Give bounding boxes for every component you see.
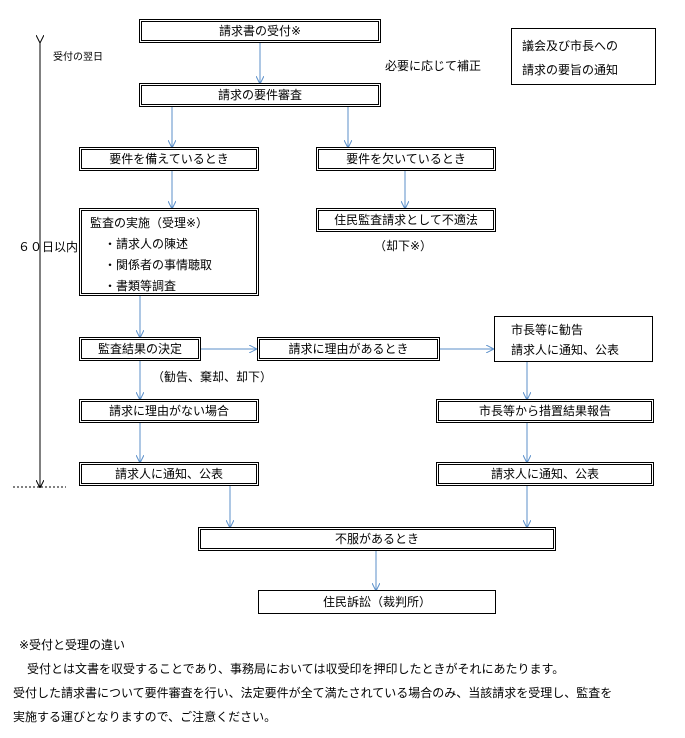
lacks-requirements-label: 要件を欠いているとき [346,152,466,166]
recommend-box: 市長等に勧告 請求人に通知、公表 [494,316,653,362]
recommend-line1: 市長等に勧告 [511,323,584,337]
lacks-requirements-box: 要件を欠いているとき [316,147,496,171]
receipt-label: 請求書の受付※ [218,24,302,38]
lawsuit-label: 住民訴訟（裁判所） [322,595,431,609]
audit-title: 監査の実施（受理※） [90,216,209,230]
notes-line1: 受付とは文書を収受することであり、事務局においては収受印を押印したときがそれにあ… [27,662,565,676]
amendment-label: 必要に応じて補正 [385,59,482,73]
audit-box: 監査の実施（受理※） ・請求人の陳述 ・関係者の事情聴取 ・書類等調査 [79,208,259,296]
side-note-box: 議会及び市長への 請求の要旨の通知 [511,28,656,85]
notes-heading: ※受付と受理の違い [19,638,126,652]
has-reason-box: 請求に理由があるとき [257,337,440,361]
dismissed-label: （却下※） [374,239,433,253]
notify-left-box: 請求人に通知、公表 [79,462,259,486]
footnotes: ※受付と受理の違い 受付とは文書を収受することであり、事務局においては収受印を押… [13,633,678,729]
audit-item-hearing: ・関係者の事情聴取 [104,258,213,272]
receipt-box: 請求書の受付※ [139,19,381,43]
side-note-line1: 議会及び市長への [522,39,619,53]
outcomes-label: （勧告、棄却、却下） [152,370,273,384]
measures-report-label: 市長等から措置結果報告 [478,404,611,418]
recommend-line2: 請求人に通知、公表 [511,343,620,357]
meets-requirements-label: 要件を備えているとき [109,152,229,166]
improper-request-label: 住民監査請求として不適法 [334,213,478,227]
lawsuit-box: 住民訴訟（裁判所） [258,590,496,614]
audit-item-documents: ・書類等調査 [104,279,177,293]
notes-line3: 実施する運びとなりますので、ご注意ください。 [13,710,277,724]
notes-line2: 受付した請求書について要件審査を行い、法定要件が全て満たされている場合のみ、当該… [13,686,613,700]
notify-left-label: 請求人に通知、公表 [114,467,223,481]
requirement-review-label: 請求の要件審査 [217,88,302,102]
decision-label: 監査結果の決定 [97,342,182,356]
improper-request-box: 住民監査請求として不適法 [316,208,496,232]
next-day-label: 受付の翌日 [53,52,103,63]
has-reason-label: 請求に理由があるとき [288,342,409,356]
measures-report-box: 市長等から措置結果報告 [436,399,654,423]
requirement-review-box: 請求の要件審査 [139,83,381,107]
no-reason-box: 請求に理由がない場合 [79,399,259,423]
notify-right-box: 請求人に通知、公表 [436,462,654,486]
side-note-line2: 請求の要旨の通知 [522,63,619,77]
objection-box: 不服があるとき [198,527,556,551]
decision-box: 監査結果の決定 [79,337,201,361]
audit-item-statement: ・請求人の陳述 [104,237,189,251]
meets-requirements-box: 要件を備えているとき [79,147,259,171]
within-60-days-label: ６０日以内 [18,240,79,254]
no-reason-label: 請求に理由がない場合 [108,404,229,418]
objection-label: 不服があるとき [334,532,419,546]
notify-right-label: 請求人に通知、公表 [490,467,599,481]
